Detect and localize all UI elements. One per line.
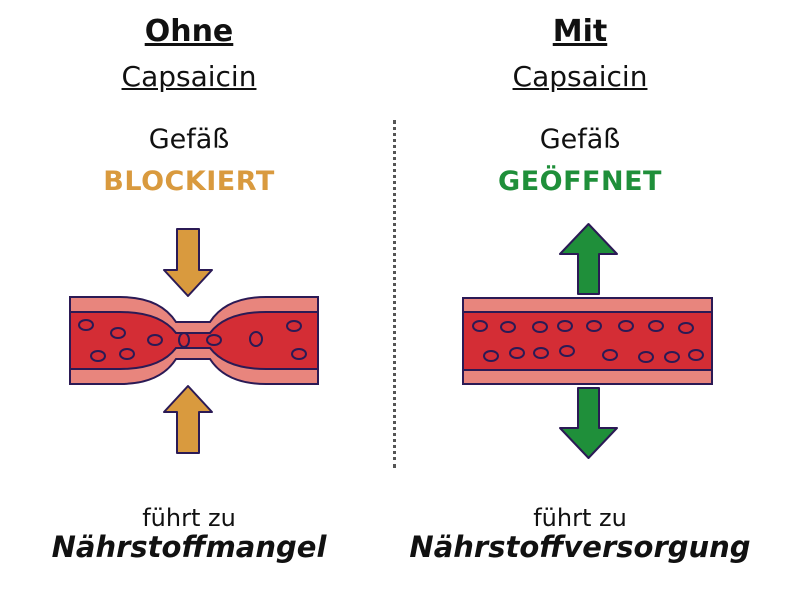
leads-to-left: führt zu [142,504,236,532]
blood-cell [532,321,548,333]
blood-cells [472,320,704,363]
arrow-down-icon [559,387,618,459]
subheading-capsaicin-left: Capsaicin [121,60,257,93]
result-nutrient-supply: Nährstoffversorgung [409,530,751,564]
blood-cell [586,320,602,332]
open-vessel-illustration [462,223,713,459]
blood-cell [509,347,525,359]
heading-with: Mit [552,14,608,49]
arrow-up-icon [163,385,213,454]
blood-cell [618,320,634,332]
blood-cell [206,334,222,346]
constricted-vessel [69,296,319,385]
blocked-vessel-illustration [69,228,319,454]
vessel-label-right: Gefäß [539,124,621,155]
subheading-capsaicin-right: Capsaicin [512,60,648,93]
result-nutrient-deficiency: Nährstoffmangel [51,530,327,564]
blood-cell [602,349,618,361]
arrow-down-icon [163,228,213,297]
leads-to-right: führt zu [533,504,627,532]
blood-cell [291,348,307,360]
blood-cell [500,321,516,333]
vessel-label-left: Gefäß [148,124,230,155]
panel-without-capsaicin: Ohne Capsaicin Gefäß BLOCKIERT führt zu … [0,0,380,600]
panel-divider [393,120,396,468]
open-vessel [462,297,713,385]
status-open: GEÖFFNET [498,166,662,197]
blood-cell [249,331,263,347]
blood-cell [110,327,126,339]
panel-with-capsaicin: Mit Capsaicin Gefäß GEÖFFNET führt zu Nä… [400,0,780,600]
blood-cell [638,351,654,363]
blood-cell [178,332,190,348]
blood-cells [78,319,307,362]
blood-cell [678,322,694,334]
blood-cell [78,319,94,331]
blood-cell [286,320,302,332]
blood-cell [472,320,488,332]
blood-cell [533,347,549,359]
blood-cell [648,320,664,332]
arrow-up-icon [559,223,618,295]
blood-cell [664,351,680,363]
blood-cell [559,345,575,357]
blood-flow [69,311,319,370]
blood-cell [557,320,573,332]
blood-cell [688,349,704,361]
heading-without: Ohne [144,14,234,49]
blood-cell [119,348,135,360]
blood-cell [483,350,499,362]
status-blocked: BLOCKIERT [103,166,275,197]
blood-cell [90,350,106,362]
blood-cell [147,334,163,346]
